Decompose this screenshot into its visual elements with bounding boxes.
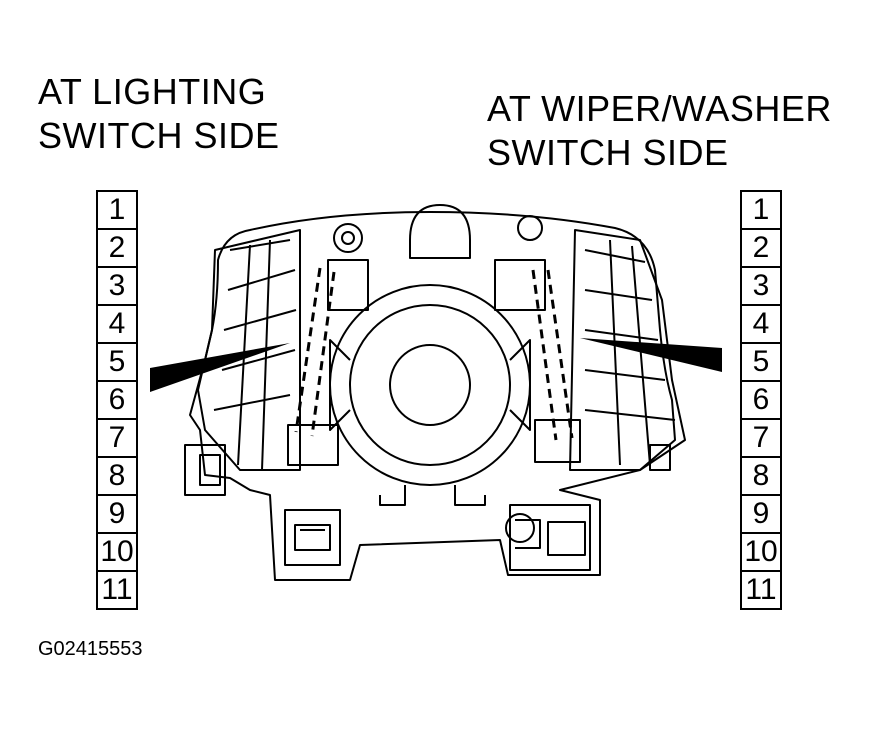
- bottom-left-connector: [284, 509, 341, 566]
- left-lower-connector: [287, 424, 339, 466]
- left-upper-connector: [327, 259, 369, 311]
- pin-cell: 10: [98, 534, 136, 572]
- center-top-boss: [409, 204, 471, 259]
- pin-cell: 1: [742, 192, 780, 230]
- right-upper-connector: [494, 259, 546, 311]
- pin-cell: 6: [742, 382, 780, 420]
- pin-cell: 6: [98, 382, 136, 420]
- pin-cell: 7: [98, 420, 136, 458]
- pin-cell: 7: [742, 420, 780, 458]
- pin-cell: 2: [98, 230, 136, 268]
- pin-cell: 4: [98, 306, 136, 344]
- pin-cell: 10: [742, 534, 780, 572]
- lighting-label-line1: AT LIGHTING: [38, 71, 267, 112]
- pin-cell: 11: [98, 572, 136, 610]
- right-grille: [569, 229, 686, 471]
- wiper-pin-table: 1 2 3 4 5 6 7 8 9 10 11: [740, 190, 782, 610]
- figure-code: G02415553: [38, 638, 143, 660]
- right-top-boss: [517, 215, 543, 241]
- pin-cell: 1: [98, 192, 136, 230]
- wiper-label-line1: AT WIPER/WASHER: [487, 88, 832, 129]
- left-top-boss: [333, 223, 363, 253]
- right-terminal-row-dashed: [531, 269, 574, 441]
- right-lower-connector: [534, 419, 581, 463]
- clock-spring-hub: [389, 344, 471, 426]
- left-grille: [197, 229, 301, 471]
- switch-body-outline: [189, 211, 676, 581]
- wiper-label-line2: SWITCH SIDE: [487, 132, 729, 173]
- left-terminal-row-dashed: [294, 267, 336, 437]
- lighting-label-line2: SWITCH SIDE: [38, 115, 280, 156]
- pin-cell: 8: [98, 458, 136, 496]
- pin-cell: 2: [742, 230, 780, 268]
- pin-cell: 5: [98, 344, 136, 382]
- pin-cell: 8: [742, 458, 780, 496]
- right-pointer-arrow: [580, 338, 722, 372]
- pin-cell: 11: [742, 572, 780, 610]
- pin-cell: 4: [742, 306, 780, 344]
- pin-cell: 3: [98, 268, 136, 306]
- lighting-switch-side-label: AT LIGHTING SWITCH SIDE: [38, 70, 280, 158]
- left-pointer-arrow: [150, 343, 290, 392]
- lighting-pin-table: 1 2 3 4 5 6 7 8 9 10 11: [96, 190, 138, 610]
- clock-spring-outer: [329, 284, 531, 486]
- wiper-washer-switch-side-label: AT WIPER/WASHER SWITCH SIDE: [487, 87, 832, 175]
- pin-cell: 9: [98, 496, 136, 534]
- pin-cell: 5: [742, 344, 780, 382]
- pin-cell: 3: [742, 268, 780, 306]
- pin-cell: 9: [742, 496, 780, 534]
